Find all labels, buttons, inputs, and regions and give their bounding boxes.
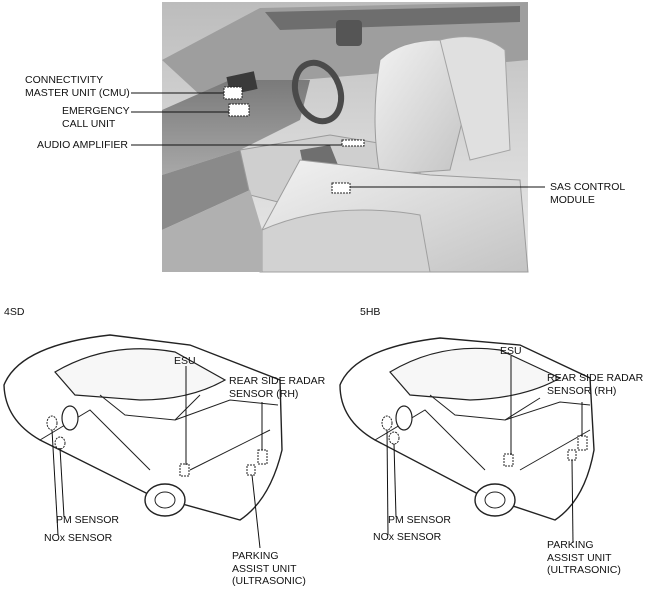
- sedan-parking-assist-label: PARKING ASSIST UNIT (ULTRASONIC): [232, 550, 306, 587]
- hatch-roof: [389, 347, 562, 401]
- sas-module-icon: [331, 182, 351, 194]
- dashboard: [162, 80, 310, 175]
- cmu-module-icon: [223, 86, 243, 100]
- sedan-roof: [54, 348, 227, 401]
- hatch-rear-wheel: [474, 483, 516, 517]
- sedan-nox-sensor-label: NOx SENSOR: [44, 532, 113, 544]
- hatch-pm-sensor-label: PM SENSOR: [388, 514, 452, 526]
- hatchback-illustration: [339, 337, 595, 544]
- sedan-variant-label: 4SD: [4, 306, 25, 318]
- door-panel: [162, 190, 262, 272]
- hatch-parking-marker: [567, 449, 577, 461]
- sedan-rear-radar-label: REAR SIDE RADAR SENSOR (RH): [229, 375, 326, 400]
- cmu-label: CONNECTIVITY MASTER UNIT (CMU): [25, 74, 130, 99]
- sedan-radar-marker: [257, 449, 268, 465]
- hatch-parking-assist-label: PARKING ASSIST UNIT (ULTRASONIC): [547, 539, 621, 576]
- sedan-pm-sensor-label: PM SENSOR: [56, 514, 120, 526]
- hatch-radar-marker: [577, 435, 588, 451]
- steering-wheel: [291, 59, 345, 125]
- sedan-esu-marker: [179, 463, 190, 477]
- hatch-front-wheel: [395, 405, 413, 431]
- audio-amplifier-label: AUDIO AMPLIFIER: [37, 139, 129, 151]
- sedan-rear-wheel: [144, 483, 186, 517]
- sas-control-module-label: SAS CONTROL MODULE: [550, 181, 626, 206]
- sedan-front-wheel: [61, 405, 79, 431]
- hatch-esu-label: ESU: [500, 345, 522, 357]
- emergency-call-unit-icon: [228, 103, 250, 117]
- hatch-variant-label: 5HB: [360, 306, 381, 318]
- hatch-rear-radar-label: REAR SIDE RADAR SENSOR (RH): [547, 372, 644, 397]
- audio-amplifier-icon: [341, 139, 365, 147]
- sedan-esu-label: ESU: [174, 355, 196, 367]
- rear-view-mirror: [336, 20, 362, 46]
- hatch-esu-marker: [503, 453, 514, 467]
- emergency-call-unit-label: EMERGENCY CALL UNIT: [62, 105, 130, 130]
- sedan-parking-marker: [246, 464, 256, 476]
- hatch-nox-sensor-label: NOx SENSOR: [373, 531, 442, 543]
- sedan-illustration: [3, 334, 283, 549]
